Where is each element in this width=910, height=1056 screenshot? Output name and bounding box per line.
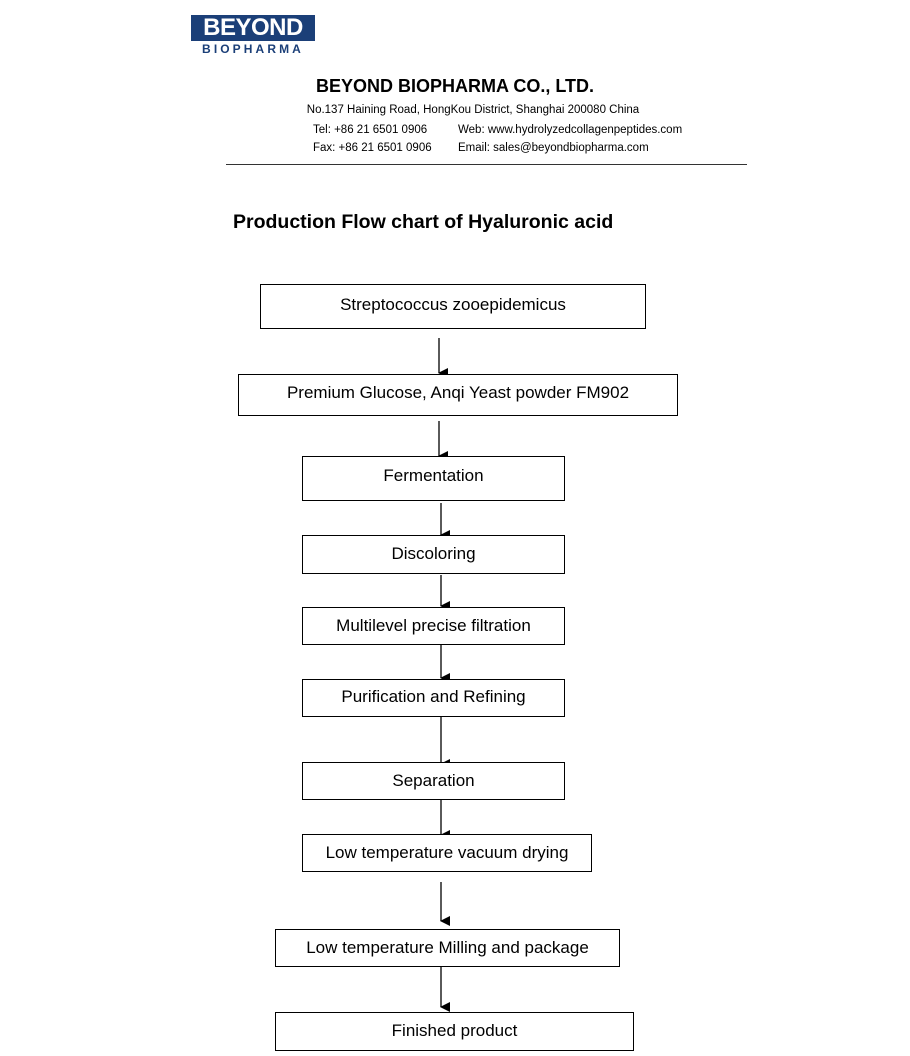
document-title: Production Flow chart of Hyaluronic acid (233, 211, 614, 233)
step-glucose-yeast-powder: Premium Glucose, Anqi Yeast powder FM902 (238, 374, 678, 416)
step-label: Streptococcus zooepidemicus (340, 295, 566, 314)
step-label: Premium Glucose, Anqi Yeast powder FM902 (286, 383, 630, 402)
letterhead-divider (226, 164, 747, 165)
step-fermentation: Fermentation (302, 456, 565, 501)
step-vacuum-drying: Low temperature vacuum drying (302, 834, 592, 872)
company-name: BEYOND BIOPHARMA CO., LTD. (316, 76, 594, 96)
logo-wordmark-bottom: BIOPHARMA (202, 42, 304, 56)
step-label: Fermentation (383, 466, 484, 485)
step-purification-refining: Purification and Refining (302, 679, 565, 717)
step-discoloring: Discoloring (302, 535, 565, 574)
step-label: Purification and Refining (341, 687, 526, 706)
step-streptococcus-zooepidemicus: Streptococcus zooepidemicus (260, 284, 646, 329)
step-label: Discoloring (391, 544, 476, 563)
step-milling-package: Low temperature Milling and package (275, 929, 620, 967)
step-multilevel-filtration: Multilevel precise filtration (302, 607, 565, 645)
step-finished-product: Finished product (275, 1012, 634, 1051)
logo-wordmark-top: BEYOND (191, 15, 315, 41)
email-address: Email: sales@beyondbiopharma.com (458, 142, 649, 154)
company-logo: BEYOND BIOPHARMA (191, 15, 315, 56)
company-address: No.137 Haining Road, HongKou District, S… (306, 104, 640, 116)
step-label: Low temperature vacuum drying (325, 843, 569, 862)
step-label: Multilevel precise filtration (336, 616, 531, 635)
step-separation: Separation (302, 762, 565, 800)
fax-number: Fax: +86 21 6501 0906 (313, 142, 432, 154)
step-label: Finished product (391, 1021, 518, 1040)
step-label: Low temperature Milling and package (306, 938, 589, 957)
phone-number: Tel: +86 21 6501 0906 (313, 124, 428, 136)
website: Web: www.hydrolyzedcollagenpeptides.com (458, 124, 683, 136)
step-label: Separation (392, 771, 475, 790)
